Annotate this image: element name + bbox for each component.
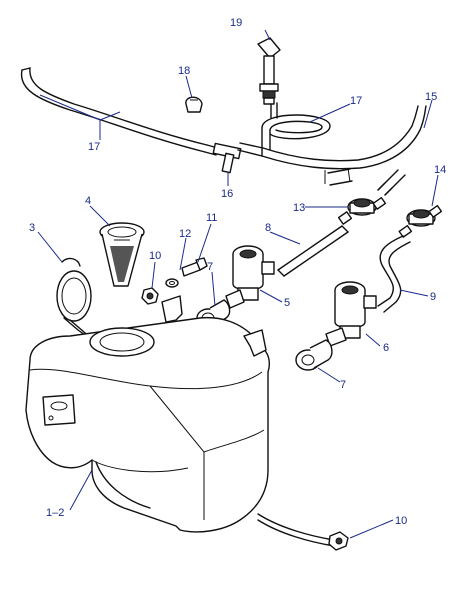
callout-10-lower: 10 [395,515,407,527]
hose-clip-18 [185,96,203,113]
callout-13: 13 [293,202,305,214]
grommet-7-lower [295,339,333,371]
reservoir-tank-1-2 [25,295,335,547]
hose-17-left [20,67,208,153]
callout-3: 3 [29,222,35,234]
washer-12 [165,278,179,288]
strainer-4 [99,222,145,287]
hose-9 [377,235,411,313]
hose-15-to-valve [377,169,406,196]
bolt-11 [181,257,208,277]
t-piece-16 [204,142,264,174]
callout-15: 15 [425,91,437,103]
callout-9: 9 [430,291,436,303]
callout-11: 11 [206,212,217,224]
nut-10-lower [328,531,349,551]
callout-12: 12 [179,228,191,240]
nut-10-upper [141,287,159,305]
callout-19: 19 [230,17,242,29]
callout-4: 4 [85,195,91,207]
callout-5: 5 [284,297,290,309]
hose-8 [277,225,349,277]
callout-18: 18 [178,65,190,77]
check-valve-14 [398,204,443,238]
check-valve-13 [337,196,387,225]
callout-17-upper: 17 [350,95,362,107]
callout-16: 16 [221,188,233,200]
pump-5 [225,245,275,309]
pump-6 [325,281,377,347]
hose-17-upper [261,102,331,157]
callout-7-lower: 7 [340,379,346,391]
hose-15 [261,105,427,186]
callout-6: 6 [383,342,389,354]
callout-8: 8 [265,222,271,234]
callout-17-left: 17 [88,141,100,153]
callout-1-2: 1–2 [46,507,64,519]
nozzle-connector-19 [257,37,281,105]
callout-10-upper: 10 [149,250,161,262]
callout-7-upper: 7 [207,261,213,273]
callout-14: 14 [434,164,446,176]
callout-labels: 19 18 17 15 17 16 14 13 4 3 11 12 8 10 7… [29,17,446,527]
leader-lines [37,29,439,539]
